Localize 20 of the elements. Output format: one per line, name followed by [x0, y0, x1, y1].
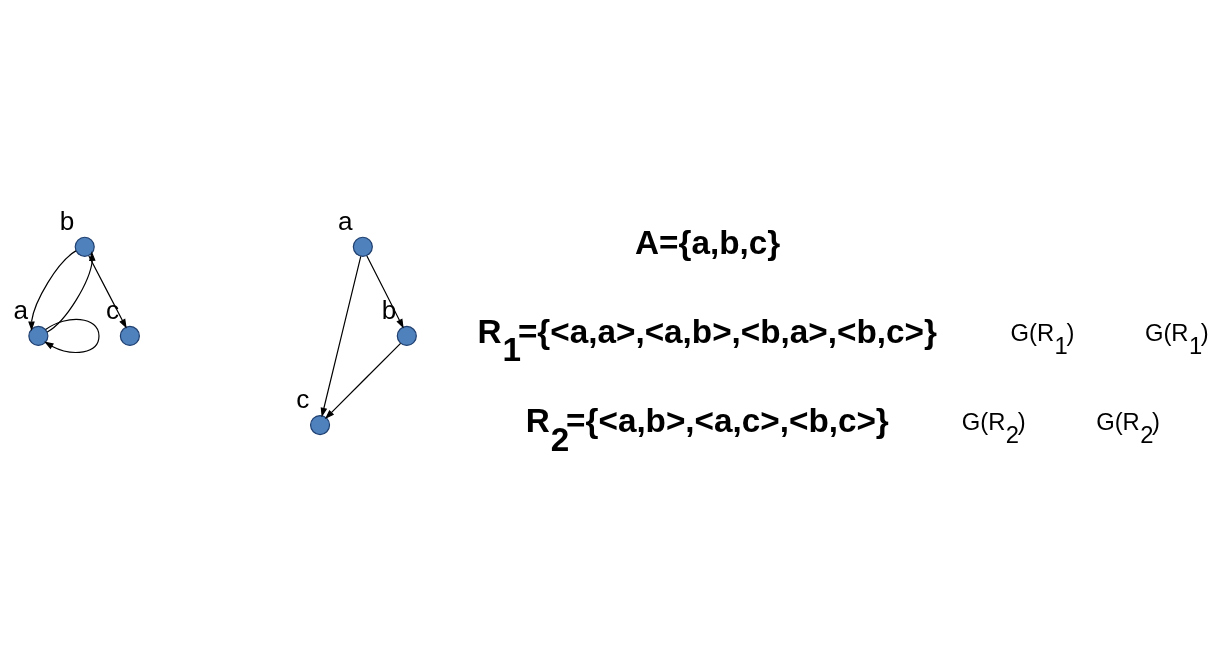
node-label: a [13, 294, 28, 325]
arrow [320, 255, 362, 417]
node-label: a [337, 205, 353, 236]
arrow [44, 318, 100, 353]
node-label: c [296, 383, 310, 414]
node-circle [396, 325, 417, 346]
node-label: b [59, 205, 75, 236]
arrow [88, 254, 127, 329]
arrow [366, 254, 404, 329]
node-circle [119, 325, 140, 346]
node-label: c [106, 294, 120, 325]
node-label: b [381, 294, 397, 325]
label: A={a,b,c} [635, 223, 781, 261]
arrow [324, 342, 402, 419]
node-circle [74, 236, 95, 257]
node-circle [352, 236, 373, 257]
node-circle [28, 325, 49, 346]
node-circle [309, 414, 331, 435]
arrow [46, 250, 96, 333]
arrow [28, 249, 77, 331]
